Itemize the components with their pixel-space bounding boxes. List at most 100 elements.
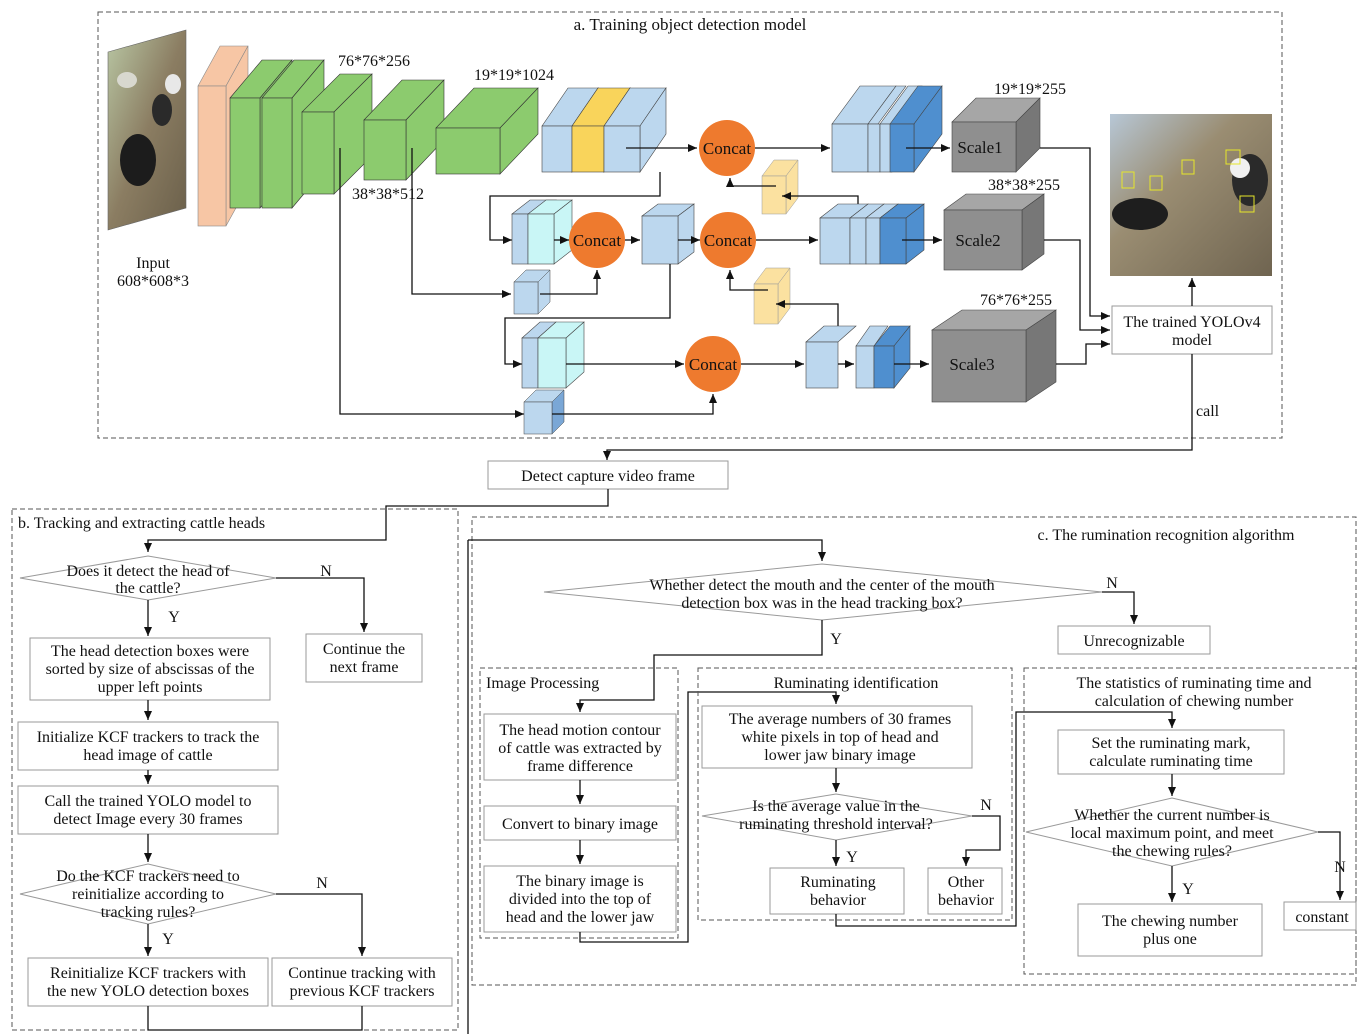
mid-blue-block (641, 203, 695, 265)
upsample-block-top (761, 159, 799, 215)
q2-line2: reinitialize according to (72, 886, 224, 903)
output-detection-photo (1110, 114, 1272, 276)
qc-yes-label: Y (830, 631, 842, 648)
spp-blue-block-2 (603, 87, 667, 173)
q-local-line3: the chewing rules? (1112, 843, 1232, 860)
q-avg-no-label: N (980, 797, 992, 814)
dim-38-255: 38*38*255 (988, 177, 1060, 194)
continue-next-line1: Continue the (323, 641, 405, 658)
input-cattle-photo (107, 29, 187, 231)
concat-node-mid-left (569, 212, 625, 268)
qc-no-label: N (1106, 575, 1118, 592)
section-a-title: a. Training object detection model (574, 15, 807, 34)
avg-line1: The average numbers of 30 frames (729, 711, 952, 728)
bottom-cyan-blocks (521, 321, 585, 389)
detect-frame-box (487, 460, 729, 490)
concat-mid-left-label: Concat (573, 231, 621, 250)
input-size-label: 608*608*3 (117, 273, 189, 290)
cont-line2: previous KCF trackers (290, 983, 435, 1000)
call-line1: Call the trained YOLO model to (45, 793, 252, 810)
call-label: call (1196, 403, 1220, 420)
top-head-blocks (831, 85, 943, 173)
concat-node-top (699, 120, 755, 176)
sort-boxes-box (29, 637, 271, 701)
q-local-line2: local maximum point, and meet (1070, 825, 1274, 842)
scale2-block (943, 193, 1045, 271)
concat-bottom-label: Concat (689, 355, 737, 374)
rum-beh-line2: behavior (810, 892, 867, 909)
q2-line1: Do the KCF trackers need to (56, 868, 240, 885)
trained-model-line1: The trained YOLOv4 (1123, 314, 1260, 331)
qc-line2: detection box was in the head tracking b… (681, 595, 962, 612)
contour-box (483, 713, 677, 781)
q-local-yes-label: Y (1182, 881, 1194, 898)
avg-line3: lower jaw binary image (764, 747, 916, 764)
contour-line3: frame difference (527, 758, 633, 775)
section-a-frame (97, 11, 1283, 439)
scale1-label: Scale1 (957, 138, 1002, 157)
section-c-title: c. The rumination recognition algorithm (1038, 527, 1296, 544)
other-line1: Other (948, 874, 985, 891)
chew-line2: plus one (1143, 931, 1197, 948)
constant-label: constant (1295, 909, 1349, 926)
set-line1: Set the ruminating mark, (1091, 735, 1250, 752)
continue-next-frame-box (305, 633, 423, 683)
backbone-block-4 (363, 79, 445, 181)
init-line2: head image of cattle (83, 747, 212, 764)
sort-line1: The head detection boxes were (51, 643, 249, 660)
sort-line2: sorted by size of abscissas of the (46, 661, 255, 678)
init-line1: Initialize KCF trackers to track the (37, 729, 260, 746)
small-block-mid (513, 269, 551, 315)
chewing-plus-one-box (1077, 903, 1263, 957)
dim-76-256: 76*76*256 (338, 53, 410, 70)
image-processing-title: Image Processing (486, 675, 599, 692)
unrecognizable-label: Unrecognizable (1083, 633, 1184, 650)
concat-node-bottom (685, 336, 741, 392)
backbone-block-3 (301, 73, 373, 195)
divided-line1: The binary image is (516, 873, 644, 890)
dim-19-255: 19*19*255 (994, 81, 1066, 98)
small-block-bottom (523, 389, 565, 435)
section-c-frame (471, 516, 1357, 986)
divided-line3: head and the lower jaw (506, 909, 655, 926)
reinit-line2: the new YOLO detection boxes (47, 983, 249, 1000)
backbone-block-5 (435, 87, 539, 175)
trained-model-line2: model (1172, 332, 1213, 349)
avg-line2: white pixels in top of head and (741, 729, 938, 746)
contour-line1: The head motion contour (499, 722, 661, 739)
dim-19-1024: 19*19*1024 (474, 67, 554, 84)
binary-label: Convert to binary image (502, 816, 658, 833)
stats-frame (1023, 667, 1357, 975)
q2-yes-label: Y (162, 931, 174, 948)
reinit-line1: Reinitialize KCF trackers with (50, 965, 246, 982)
q1-line2: the cattle? (115, 580, 180, 597)
q2-line3: tracking rules? (101, 904, 196, 921)
ruminating-behavior-box (769, 867, 905, 915)
chew-line1: The chewing number (1102, 913, 1239, 930)
scale3-block (931, 309, 1057, 403)
divided-box (483, 865, 677, 933)
q-avg-line2: ruminating threshold interval? (739, 816, 933, 833)
call-yolo-box (17, 785, 279, 835)
scale2-label: Scale2 (955, 231, 1000, 250)
section-b-title: b. Tracking and extracting cattle heads (18, 515, 265, 532)
section-b-frame (11, 508, 459, 1031)
stats-title-line2: calculation of chewing number (1095, 693, 1294, 710)
binary-box (483, 805, 677, 841)
cont-line1: Continue tracking with (288, 965, 436, 982)
average-pixels-box (701, 705, 973, 769)
detect-frame-label: Detect capture video frame (521, 468, 695, 485)
concat-mid-right-label: Concat (704, 231, 752, 250)
scale3-label: Scale3 (949, 355, 994, 374)
constant-box (1283, 901, 1357, 931)
q-local-line1: Whether the current number is (1074, 807, 1269, 824)
call-line2: detect Image every 30 frames (53, 811, 242, 828)
init-kcf-box (17, 721, 279, 771)
reinit-kcf-box (27, 957, 269, 1007)
q1-line1: Does it detect the head of (66, 563, 230, 580)
qc-line1: Whether detect the mouth and the center … (649, 577, 994, 594)
input-label: Input (136, 255, 170, 272)
contour-line2: of cattle was extracted by (498, 740, 661, 757)
stats-title-line1: The statistics of ruminating time and (1076, 675, 1311, 692)
